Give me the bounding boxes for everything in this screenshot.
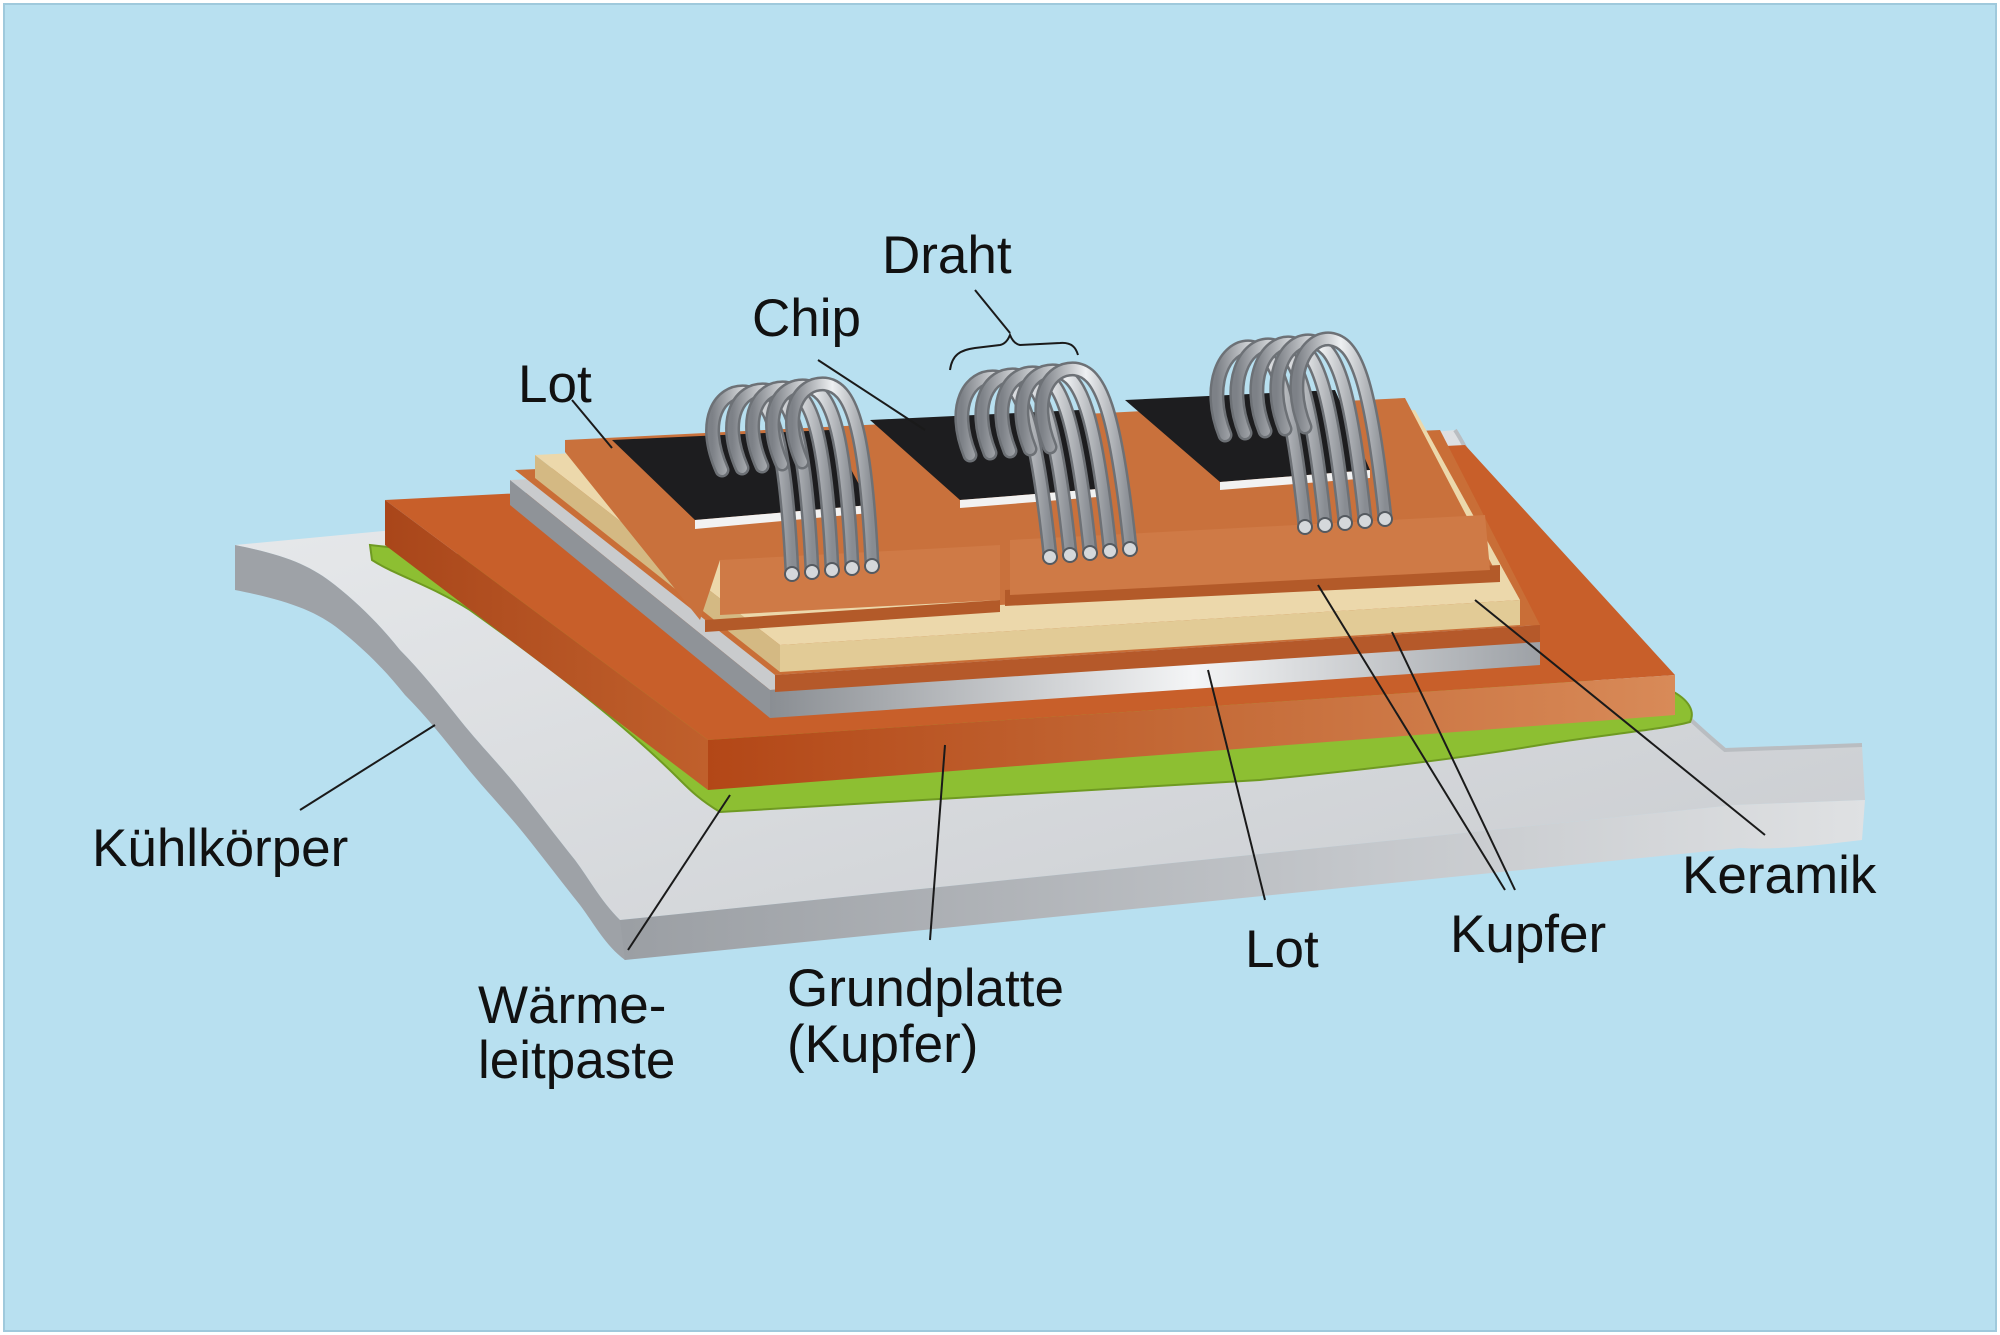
leader-lines — [299, 289, 1766, 951]
label-lot-top: Lot — [518, 355, 592, 414]
label-chip: Chip — [752, 289, 861, 348]
label-draht: Draht — [882, 226, 1012, 285]
label-grundplatte-2: (Kupfer) — [787, 1015, 978, 1074]
bond-wires-group-2 — [954, 361, 1138, 563]
label-lot-bottom: Lot — [1245, 920, 1319, 979]
wire-bond-feet — [784, 511, 1393, 582]
label-keramik: Keramik — [1682, 846, 1877, 905]
bond-wires-group-3 — [1209, 331, 1393, 533]
label-waermeleitpaste-2: leitpaste — [478, 1031, 675, 1090]
label-waermeleitpaste-1: Wärme- — [478, 976, 666, 1035]
label-kupfer: Kupfer — [1450, 905, 1606, 964]
label-kuehlkoerper: Kühlkörper — [92, 819, 348, 878]
draht-brace — [949, 332, 1079, 371]
label-grundplatte-1: Grundplatte — [787, 959, 1064, 1018]
bond-wires-group-1 — [705, 376, 880, 580]
